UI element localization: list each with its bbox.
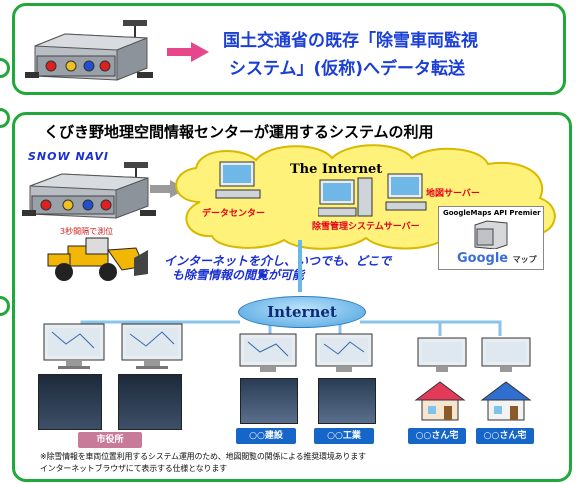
google-api-label: GoogleMaps API Premier — [443, 209, 541, 217]
internet-hub: Internet — [238, 296, 366, 328]
construction-monitor-icon — [239, 333, 297, 372]
resident1-monitor-icon — [417, 337, 467, 372]
map-server-label: 地図サーバー — [426, 189, 480, 199]
internet-message-line2: も除雪情報の閲覧が可能 — [172, 268, 305, 282]
cloud-title: The Internet — [290, 162, 383, 177]
industry-monitor-icon — [315, 333, 373, 372]
gps-device-illustration — [25, 20, 153, 81]
city-hall-monitor-2-icon — [121, 323, 183, 369]
user-industry-tag: ○○工業 — [314, 428, 374, 444]
transfer-title-line2: システム」(仮称)へデータ転送 — [229, 59, 466, 79]
industry-staff-photo — [318, 378, 376, 424]
city-staff-photo-2 — [118, 374, 182, 430]
google-logo: Google マップ — [457, 251, 537, 266]
map-server-icon — [385, 173, 427, 211]
cloud-to-hub-line — [298, 240, 302, 292]
user-resident2-tag: ○○さん宅 — [476, 428, 534, 444]
data-transfer-panel: 国土交通省の既存「除雪車両監視 システム」(仮称)へデータ転送 — [12, 3, 566, 95]
server-rack-icon — [474, 220, 508, 249]
google-logo-text: Google — [457, 251, 509, 266]
snow-system-server-label: 除雪管理システムサーバー — [312, 222, 420, 232]
interval-label: 3秒間隔で測位 — [60, 227, 114, 236]
snowplow-illustration — [47, 237, 148, 281]
resident2-monitor-icon — [481, 337, 531, 372]
snow-navi-label: SNOW NAVI — [28, 150, 110, 163]
resident1-house-icon — [414, 381, 466, 421]
system-title: くびき野地理空間情報センターが運用するシステムの利用 — [44, 123, 434, 141]
city-staff-photo-1 — [38, 374, 102, 430]
user-resident1-tag: ○○さん宅 — [408, 428, 466, 444]
data-center-computer-icon — [215, 161, 261, 199]
internet-message-line1: インターネットを介し、いつでも、どこで — [164, 254, 392, 268]
user-city-hall-tag: 市役所 — [78, 432, 142, 448]
transfer-arrow-icon — [167, 42, 209, 62]
city-hall-monitor-1-icon — [43, 323, 105, 369]
snow-system-server-icon — [318, 177, 373, 217]
left-edge-marker — [0, 108, 10, 128]
user-construction-tag: ○○建設 — [236, 428, 296, 444]
left-edge-marker — [0, 296, 10, 316]
google-maps-api-box: GoogleMaps API Premier Google マップ — [438, 206, 544, 270]
footnote-line1: ※除雪情報を車両位置利用するシステム運用のため、地図閲覧の関係による推奨環境あり… — [40, 452, 366, 461]
transfer-title-line1: 国土交通省の既存「除雪車両監視 — [223, 31, 478, 51]
left-edge-marker — [0, 58, 10, 78]
snow-navi-device-illustration — [22, 162, 156, 219]
resident2-house-icon — [480, 381, 532, 421]
footnote-line2: インターネットブラウザにて表示する仕様となります — [40, 464, 227, 473]
google-maps-suffix: マップ — [512, 255, 537, 264]
construction-staff-photo — [240, 378, 298, 424]
internet-hub-label: Internet — [267, 303, 337, 321]
data-center-label: データセンター — [202, 209, 266, 219]
